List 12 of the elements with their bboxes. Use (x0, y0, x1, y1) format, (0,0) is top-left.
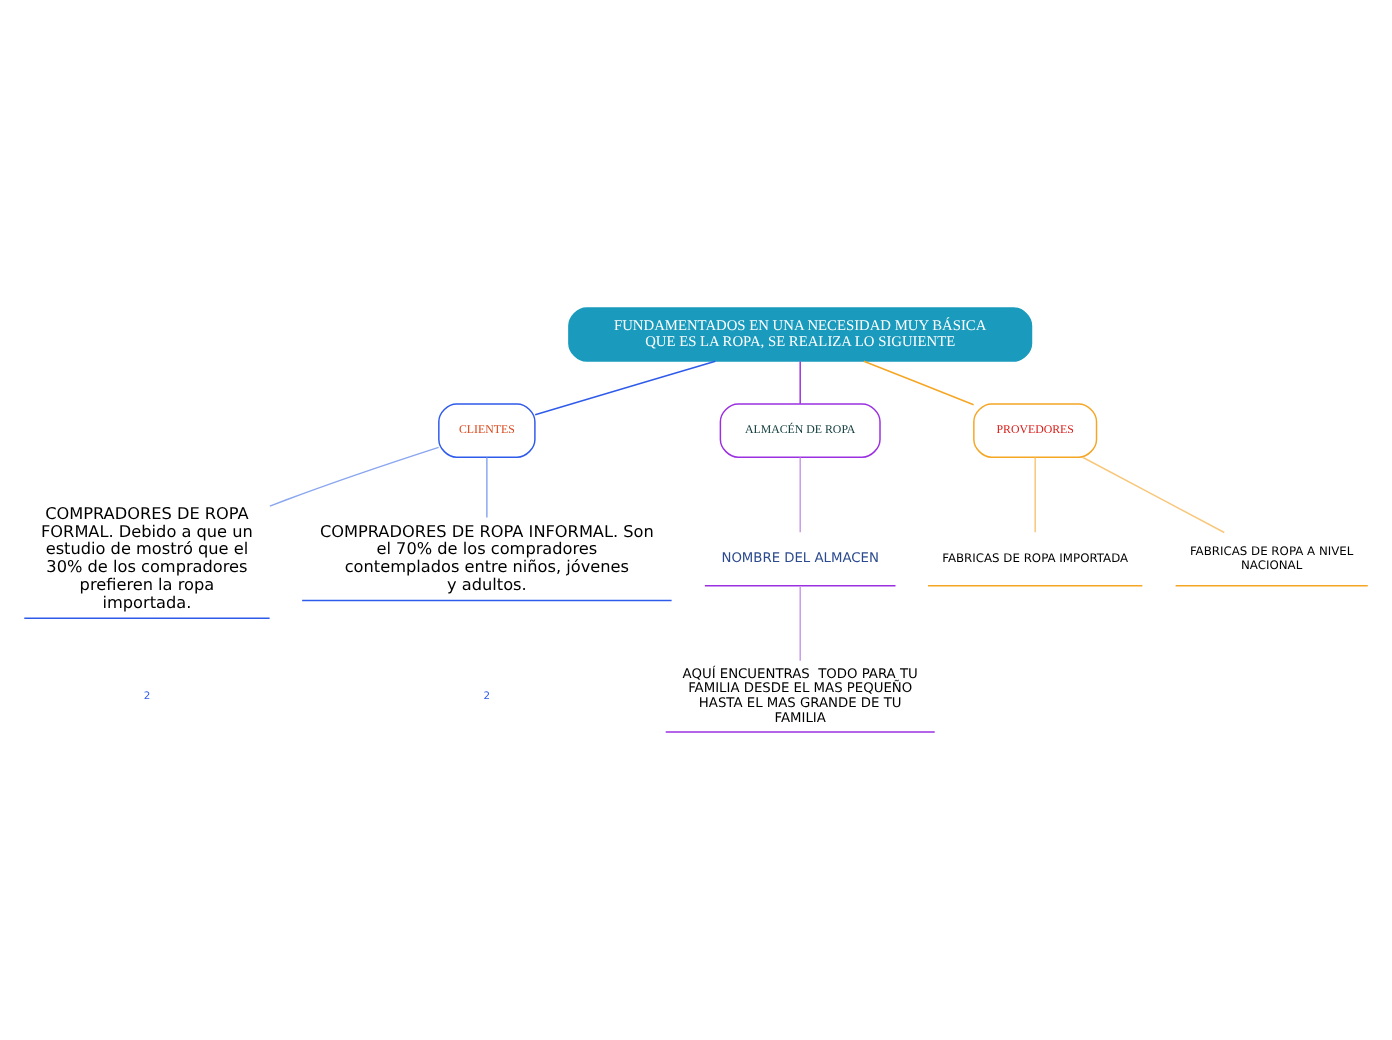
node-text: COMPRADORES DE ROPA FORMAL. Debido a que un estudio de mostró que el 30% de los compradores prefieren la ropa importada. (41, 502, 253, 612)
connector (1082, 456, 1225, 534)
connector (863, 360, 975, 406)
connector (799, 360, 801, 405)
connector (269, 446, 440, 507)
connector (799, 456, 801, 534)
connector (1034, 456, 1036, 534)
connector (534, 360, 717, 416)
connector (799, 585, 801, 662)
connector (486, 456, 488, 519)
node-box: FUNDAMENTADOS EN UNA NECESIDAD MUY BÁSICA QUE ES LA ROPA, SE REALIZA LO SIGUIENTE (568, 307, 1033, 362)
node-text: COMPRADORES DE ROPA INFORMAL. Son el 70% de los compradores contemplados entre niños, jóvenes y adultos. (319, 520, 654, 594)
